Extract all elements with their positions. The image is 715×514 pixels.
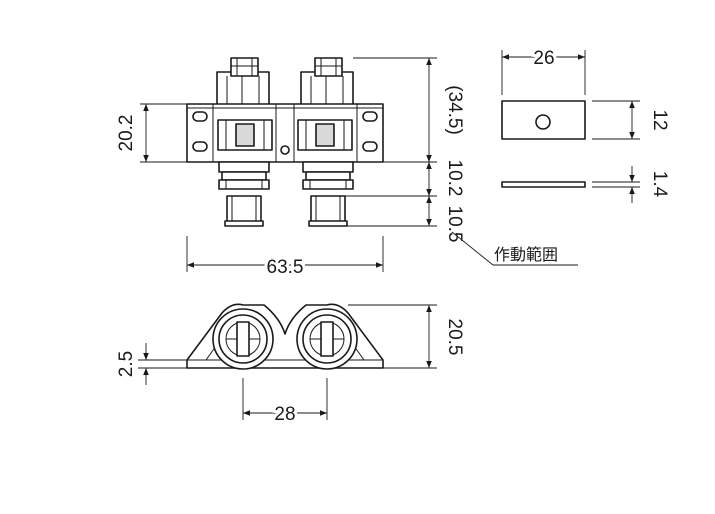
left-slot-upper [192, 111, 208, 122]
bottom-height-label: 20.5 [444, 319, 465, 356]
front-height-label: 20.2 [116, 115, 137, 152]
main-body [186, 103, 384, 163]
pitch-label: 28 [274, 404, 295, 425]
plate-top-view: 26 12 [501, 45, 670, 140]
left-slot-lower [192, 141, 208, 152]
right-round-boss [296, 308, 358, 370]
left-round-boss [212, 308, 274, 370]
plate-side-rect [501, 181, 586, 188]
dim-bottom-height: 20.5 [348, 304, 465, 369]
stroke-label: 10.5 [444, 206, 465, 243]
dim-width: 63.5 [186, 236, 384, 281]
front-view: 20.2 (34.5) 10.2 10.5 作動範囲 63.5 [116, 57, 578, 281]
dim-flange-thickness: 2.5 [116, 343, 187, 385]
bottom-view: 20.5 2.5 28 [116, 303, 465, 428]
dim-pitch: 28 [242, 378, 328, 428]
right-plunger [302, 161, 354, 227]
right-slot-lower [362, 141, 378, 152]
width-label: 63.5 [267, 257, 304, 278]
lower-height-label: 10.2 [444, 160, 465, 197]
right-upper-connector [300, 57, 354, 111]
total-height-label: (34.5) [444, 85, 465, 135]
plate-thickness-label: 1.4 [649, 171, 670, 198]
centre-pin [280, 145, 290, 155]
left-upper-connector [216, 57, 270, 111]
plate-hole [535, 114, 551, 130]
dim-front-height: 20.2 [116, 103, 187, 163]
flange-thickness-label: 2.5 [116, 351, 137, 377]
plate-width-label: 26 [533, 48, 554, 69]
plate-height-label: 12 [649, 109, 670, 130]
plate-side-view: 1.4 [501, 166, 670, 203]
stroke-range-label: 作動範囲 [494, 245, 558, 264]
dim-right-stack: (34.5) 10.2 10.5 [345, 57, 465, 243]
left-plunger [218, 161, 270, 227]
right-slot-upper [362, 111, 378, 122]
stroke-range-callout: 作動範囲 [451, 231, 578, 266]
